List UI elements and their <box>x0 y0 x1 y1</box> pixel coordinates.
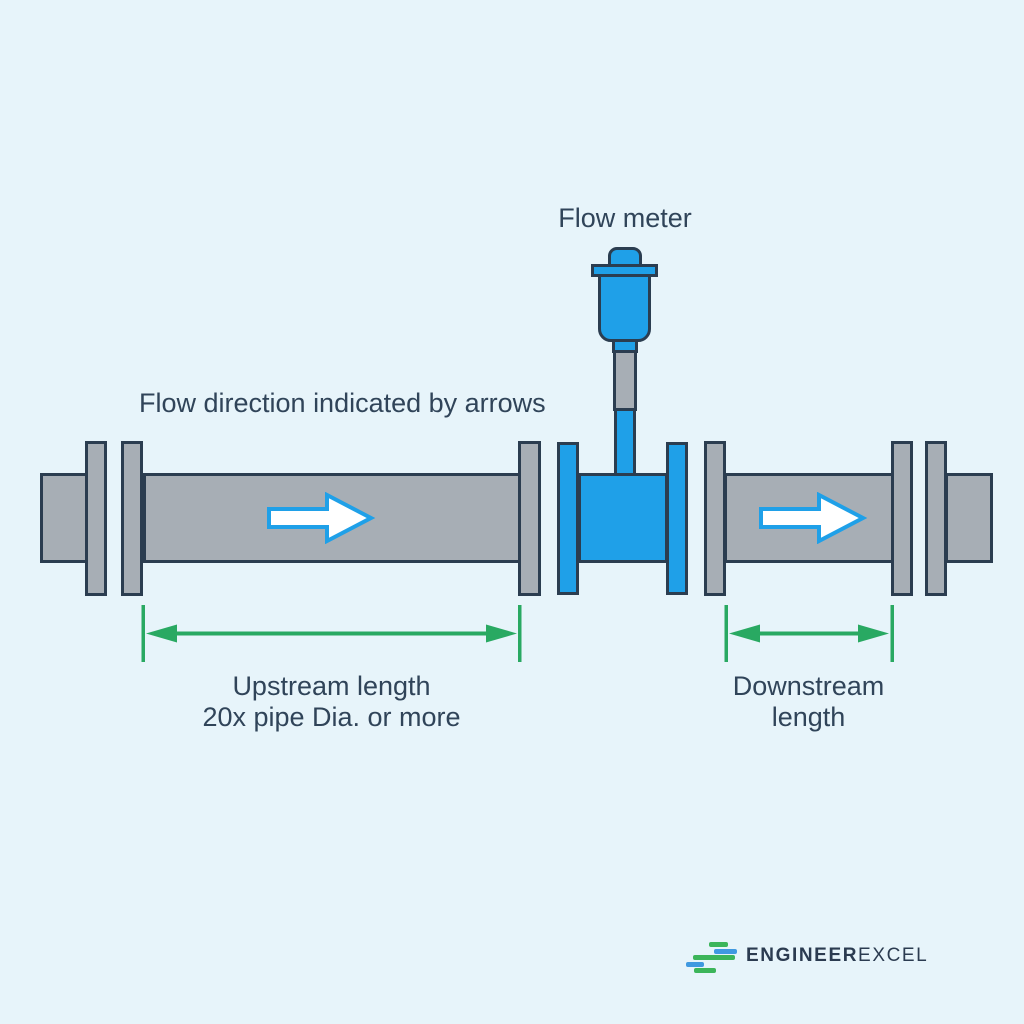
flange-right-inner <box>891 441 913 596</box>
flow-arrow-icon <box>267 492 376 544</box>
downstream-length-line1: Downstream <box>732 671 885 701</box>
downstream-length-label: Downstream length <box>708 671 909 733</box>
downstream-length-line2: length <box>771 702 846 732</box>
meter-flange-left <box>557 442 579 595</box>
meter-flange-right <box>666 442 688 595</box>
dimension-arrow-icon <box>141 605 522 662</box>
logo-wordmark-engineer: ENGINEER <box>746 945 859 966</box>
flange-downstream-start <box>704 441 726 596</box>
flange-left-outer <box>85 441 107 596</box>
engineerexcel-logo: ENGINEEREXCEL <box>684 938 928 973</box>
gantt-bars-icon <box>684 938 740 973</box>
flow-arrow-icon <box>759 492 868 544</box>
upstream-length-line1: Upstream length <box>232 671 431 701</box>
flow-direction-label: Flow direction indicated by arrows <box>139 388 546 418</box>
logo-wordmark-excel: EXCEL <box>858 945 929 966</box>
meter-head-body <box>598 274 651 342</box>
meter-stem-middle <box>613 350 637 411</box>
upstream-length-line2: 20x pipe Dia. or more <box>202 702 461 732</box>
pipe-right-stub <box>945 473 993 563</box>
meter-body <box>578 473 668 563</box>
flange-right-outer <box>925 441 947 596</box>
pipe-upstream <box>143 473 521 563</box>
flange-upstream-end <box>518 441 541 596</box>
flow-meter-label: Flow meter <box>558 203 692 233</box>
pipe-left-stub <box>40 473 89 563</box>
upstream-length-label: Upstream length 20x pipe Dia. or more <box>181 671 482 733</box>
logo-wordmark: ENGINEEREXCEL <box>746 938 928 973</box>
meter-stem-lower <box>614 408 636 476</box>
dimension-arrow-icon <box>724 605 894 662</box>
flange-left-inner <box>121 441 143 596</box>
